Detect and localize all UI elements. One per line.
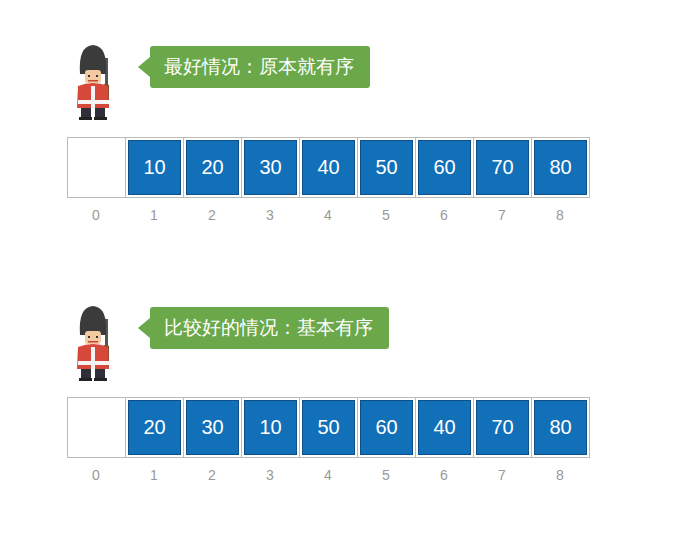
index-label: 5 xyxy=(382,467,390,483)
array-cell: 60 xyxy=(418,140,471,195)
index-label: 1 xyxy=(150,467,158,483)
index-label: 2 xyxy=(208,207,216,223)
index-label: 1 xyxy=(150,207,158,223)
array-cell: 80 xyxy=(534,140,587,195)
array-cell: 50 xyxy=(360,140,413,195)
cell-value: 70 xyxy=(491,416,513,439)
cell-value: 20 xyxy=(201,156,223,179)
array-frame xyxy=(68,138,590,198)
speech-bubble: 比较好的情况：基本有序 xyxy=(150,307,389,349)
index-label: 3 xyxy=(266,467,274,483)
cell-value: 20 xyxy=(143,416,165,439)
index-label: 5 xyxy=(382,207,390,223)
cell-value: 40 xyxy=(317,156,339,179)
speech-bubble: 最好情况：原本就有序 xyxy=(150,46,370,88)
array-cell: 10 xyxy=(128,140,181,195)
cell-value: 10 xyxy=(259,416,281,439)
cell-value: 60 xyxy=(433,156,455,179)
index-label: 8 xyxy=(556,207,564,223)
index-label: 6 xyxy=(440,207,448,223)
cell-value: 80 xyxy=(549,156,571,179)
array-frame xyxy=(68,398,590,458)
guard-figure xyxy=(77,306,109,381)
array-cell: 70 xyxy=(476,400,529,455)
array-cell: 30 xyxy=(244,140,297,195)
index-label: 0 xyxy=(92,467,100,483)
array-cell: 70 xyxy=(476,140,529,195)
array-cell: 50 xyxy=(302,400,355,455)
cell-value: 40 xyxy=(433,416,455,439)
cell-value: 30 xyxy=(201,416,223,439)
array-cell: 40 xyxy=(302,140,355,195)
index-label: 7 xyxy=(498,467,506,483)
array-cell: 40 xyxy=(418,400,471,455)
index-label: 0 xyxy=(92,207,100,223)
index-label: 8 xyxy=(556,467,564,483)
index-label: 7 xyxy=(498,207,506,223)
array-cell: 20 xyxy=(186,140,239,195)
guard-figure xyxy=(77,45,109,120)
array-cell: 60 xyxy=(360,400,413,455)
array-cell: 30 xyxy=(186,400,239,455)
cell-value: 80 xyxy=(549,416,571,439)
bubble-text: 最好情况：原本就有序 xyxy=(150,46,370,88)
array-cell: 80 xyxy=(534,400,587,455)
cell-value: 50 xyxy=(375,156,397,179)
index-label: 4 xyxy=(324,467,332,483)
cell-value: 50 xyxy=(317,416,339,439)
index-label: 2 xyxy=(208,467,216,483)
array-cell: 20 xyxy=(128,400,181,455)
array-cell: 10 xyxy=(244,400,297,455)
bubble-text: 比较好的情况：基本有序 xyxy=(150,307,389,349)
index-label: 3 xyxy=(266,207,274,223)
cell-value: 10 xyxy=(143,156,165,179)
cell-value: 60 xyxy=(375,416,397,439)
index-label: 4 xyxy=(324,207,332,223)
index-label: 6 xyxy=(440,467,448,483)
cell-value: 70 xyxy=(491,156,513,179)
cell-value: 30 xyxy=(259,156,281,179)
